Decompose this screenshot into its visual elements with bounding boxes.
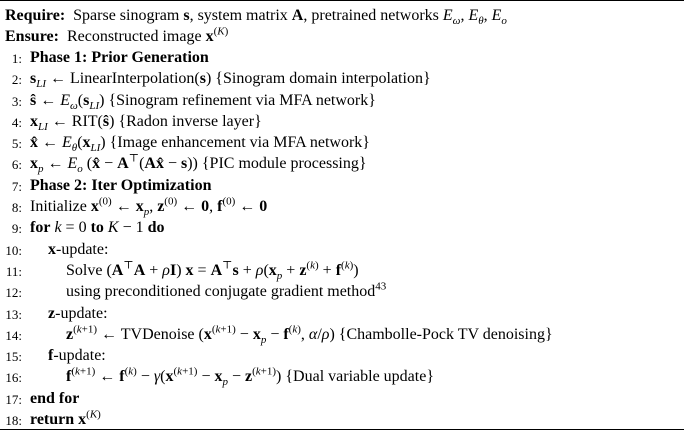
line-number: 8: xyxy=(11,200,22,216)
line-text: sLI ← LinearInterpolation(s) {Sinogram d… xyxy=(30,70,431,91)
line-text: Solve (A⊤A + ρI) x = A⊤s + ρ(xp + z(k) +… xyxy=(66,259,359,283)
line-number: 4: xyxy=(11,114,22,130)
line-text: z-update: xyxy=(48,304,108,322)
line-text: xLI ← RIT(ŝ) {Radon inverse layer} xyxy=(30,112,262,134)
line-number: 12: xyxy=(5,285,22,301)
ensure-label: Ensure: xyxy=(5,28,59,45)
line-text: f(k+1) ← f(k) − γ(x(k+1) − xp − z(k+1)) … xyxy=(66,366,435,389)
ensure-line: Ensure: Reconstructed image x(K) xyxy=(5,25,229,46)
line-number: 18: xyxy=(5,413,22,428)
line-text: x-update: xyxy=(48,240,109,258)
line-text: using preconditioned conjugate gradient … xyxy=(66,280,387,301)
ensure-text: Reconstructed image x(K) xyxy=(66,25,229,45)
line-text: for k = 0 to K − 1 do xyxy=(30,219,165,237)
line-text: z(k+1) ← TVDenoise (x(k+1) − xp − f(k), … xyxy=(66,323,553,346)
line-number: 11: xyxy=(5,263,22,279)
require-line: Require: Sparse sinogram s, system matri… xyxy=(5,7,507,28)
line-text: xp ← Eo (x̂ − A⊤(Ax̂ − s)) {PIC module p… xyxy=(30,153,367,176)
line-number: 10: xyxy=(5,242,22,258)
line-text: Phase 2: Iter Optimization xyxy=(30,176,212,194)
line-text: Phase 1: Prior Generation xyxy=(30,49,209,66)
line-text: Initialize x(0) ← xp, z(0) ← 0, f(0) ← 0 xyxy=(30,195,268,219)
line-number: 3: xyxy=(11,93,22,109)
line-text: return x(K) xyxy=(30,408,101,428)
line-text: f-update: xyxy=(48,347,106,365)
line-number: 15: xyxy=(5,349,22,365)
line-number: 13: xyxy=(5,306,22,322)
line-text: ŝ ← Eω(sLI) {Sinogram refinement via MFA… xyxy=(30,91,376,112)
line-number: 9: xyxy=(11,221,22,237)
require-label: Require: xyxy=(5,7,66,24)
line-number: 7: xyxy=(11,178,22,194)
line-number: 16: xyxy=(5,370,22,386)
line-number: 17: xyxy=(5,391,22,407)
line-number: 2: xyxy=(11,72,22,88)
line-number: 1: xyxy=(11,51,22,66)
line-text: end for xyxy=(30,389,80,407)
line-number: 5: xyxy=(11,136,22,152)
line-number: 6: xyxy=(11,157,22,173)
require-text: Sparse sinogram s, system matrix A, pret… xyxy=(73,7,507,28)
line-text: x̂ ← Eθ(xLI) {Image enhancement via MFA … xyxy=(30,134,370,155)
line-number: 14: xyxy=(5,327,22,343)
